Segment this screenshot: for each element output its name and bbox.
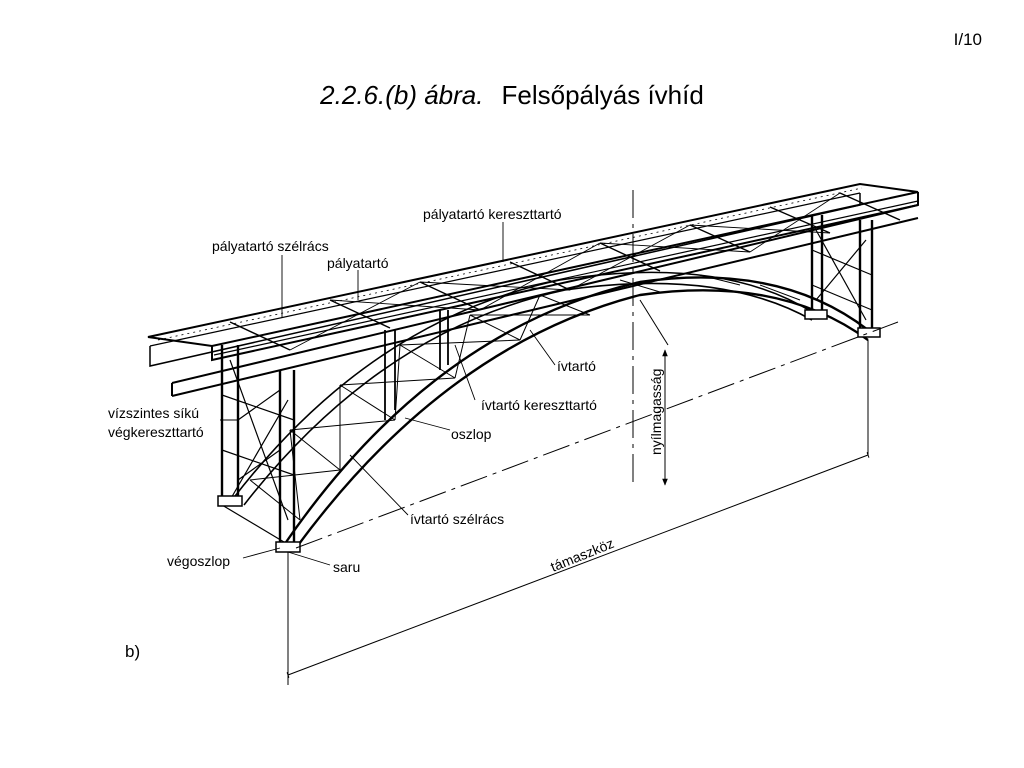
label-nyilmagassag: nyílmagasság (648, 369, 664, 455)
figure-label: 2.2.6.(b) ábra. (320, 80, 484, 110)
label-ivtarto-szelracs: ívtartó szélrács (410, 511, 504, 527)
page-number: I/10 (953, 30, 982, 49)
label-palyatarto-kereszttarto: pályatartó kereszttartó (423, 206, 562, 222)
leader-lines (220, 222, 556, 566)
deck (147, 182, 919, 397)
dimensions (286, 190, 899, 685)
label-ivtarto-kereszttarto: ívtartó kereszttartó (481, 397, 597, 413)
label-vizszintes-2: végkereszttartó (108, 424, 204, 440)
label-vizszintes-1: vízszintes síkú (108, 405, 199, 421)
page-title: 2.2.6.(b) ábra. Felsőpályás ívhíd (0, 80, 1024, 111)
label-subfigure: b) (125, 642, 140, 661)
label-saru: saru (333, 559, 360, 575)
label-oszlop: oszlop (451, 426, 492, 442)
label-palyatarto-szelracs: pályatartó szélrács (212, 238, 329, 254)
label-vegoszlop: végoszlop (167, 553, 230, 569)
arch (231, 271, 869, 549)
figure-caption: Felsőpályás ívhíd (501, 80, 704, 110)
label-ivtarto: ívtartó (557, 358, 596, 374)
label-palyatarto: pályatartó (327, 255, 389, 271)
